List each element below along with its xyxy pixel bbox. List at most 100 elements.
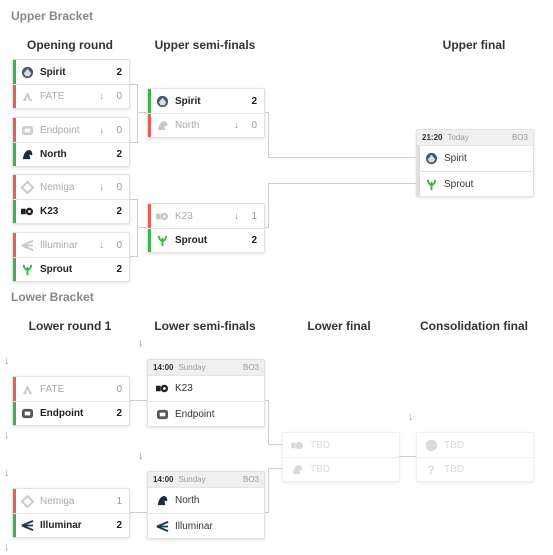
match-card-lower-final[interactable]: TBD TBD [282,432,400,482]
connector [264,400,269,445]
team-row[interactable]: FATE ↓ 0 [13,84,129,108]
match-card-upper-final[interactable]: 21:20 Today BO3 Spirit Sprout [416,129,534,197]
team-row[interactable]: Sprout [417,171,533,196]
team-row[interactable]: TBD [417,433,533,457]
team-row[interactable]: Spirit [417,146,533,171]
team-row[interactable]: Sprout 2 [148,228,264,252]
team-name: North [40,149,67,160]
team-row[interactable]: Endpoint 2 [13,401,129,425]
match-header: 21:20 Today BO3 [417,130,533,146]
match-day: Today [447,133,469,142]
illuminar-logo-icon [155,519,169,533]
match-card-lower-round1-2[interactable]: Nemiga 1 Illuminar 2 [12,488,130,538]
match-time: 14:00 [153,363,174,372]
team-score: 2 [116,520,122,531]
team-row[interactable]: K23 [148,376,264,401]
match-time: 21:20 [422,133,443,142]
connector [129,101,138,143]
question-mark-icon: ? [427,462,435,477]
match-day: Sunday [178,363,206,372]
team-name: Spirit [444,153,467,164]
team-name: Spirit [40,66,66,78]
team-row[interactable]: Spirit 2 [13,60,129,84]
match-card-opening-1[interactable]: Spirit 2 FATE ↓ 0 [12,59,130,109]
connector [137,112,147,113]
team-score: 0 [116,239,122,251]
match-card-opening-4[interactable]: Illuminar ↓ 0 Sprout 2 [12,232,130,282]
fate-logo-icon [20,90,34,104]
team-name: Illuminar [175,520,213,532]
team-name: Illuminar [40,239,78,251]
k23-logo-icon [155,209,169,223]
team-name: K23 [175,383,193,394]
loss-arrow-icon: ↓ [234,120,239,131]
nemiga-logo-icon [20,180,34,194]
match-card-upper-semi-1[interactable]: Spirit 2 North ↓ 0 [147,88,265,138]
team-row[interactable]: North 2 [13,142,129,166]
sprout-logo-icon [155,234,169,248]
connector [129,84,138,102]
match-time: 14:00 [153,475,174,484]
drop-arrow-icon: ↓ [138,337,144,349]
connector [268,444,282,445]
team-name: North [175,120,200,131]
match-card-consolidation-final[interactable]: TBD ? TBD [416,432,534,482]
match-format: BO3 [242,363,259,372]
team-row[interactable]: K23 ↓ 1 [148,204,264,228]
loss-arrow-icon: ↓ [99,181,104,193]
team-row[interactable]: Illuminar 2 [13,513,129,537]
connector [398,456,416,457]
team-name: North [175,495,200,506]
team-row[interactable]: Endpoint ↓ 0 [13,118,129,142]
match-card-lower-round1-1[interactable]: FATE 0 Endpoint 2 [12,376,130,426]
loss-arrow-icon: ↓ [99,239,104,251]
team-name: Nemiga [40,181,75,193]
match-card-opening-3[interactable]: Nemiga ↓ 0 K23 2 [12,174,130,224]
team-score: 1 [251,210,257,222]
team-row[interactable]: Nemiga 1 [13,489,129,513]
team-row[interactable]: Illuminar ↓ 0 [13,233,129,257]
nemiga-logo-icon [20,494,34,508]
team-row[interactable]: TBD [283,433,399,457]
k23-logo-icon [155,382,169,396]
team-row[interactable]: Sprout 2 [13,257,129,281]
team-name: Sprout [444,178,474,190]
col-head-consolidation-final: Consolidation final [420,319,528,333]
team-name: K23 [175,210,193,222]
connector [264,183,269,228]
team-row[interactable]: FATE 0 [13,377,129,401]
connector [129,199,138,217]
team-name: Endpoint [40,408,84,419]
team-row[interactable]: North ↓ 0 [148,113,264,137]
team-score: 0 [116,383,122,395]
match-card-lower-semi-2[interactable]: 14:00 Sunday BO3 North Illuminar [147,471,265,539]
connector [268,157,416,158]
match-format: BO3 [242,475,259,484]
team-name: TBD [310,439,330,451]
match-card-opening-2[interactable]: Endpoint ↓ 0 North 2 [12,117,130,167]
team-row[interactable]: K23 2 [13,199,129,223]
endpoint-logo-icon [20,123,34,137]
team-row[interactable]: North [148,488,264,513]
team-score: 2 [116,66,122,78]
team-row[interactable]: Spirit 2 [148,89,264,113]
team-row[interactable]: TBD [283,457,399,481]
match-card-upper-semi-2[interactable]: K23 ↓ 1 Sprout 2 [147,203,265,253]
endpoint-logo-icon [20,407,34,421]
tbd-logo-icon [290,438,304,452]
col-head-lower-semis: Lower semi-finals [154,319,256,333]
team-row[interactable]: ? TBD [417,457,533,481]
loss-arrow-icon: ↓ [234,210,239,222]
drop-arrow-icon: ↓ [4,429,10,441]
team-name: TBD [310,464,330,475]
team-score: 0 [116,181,122,193]
match-card-lower-semi-1[interactable]: 14:00 Sunday BO3 K23 Endpoint [147,359,265,427]
team-row[interactable]: Nemiga ↓ 0 [13,175,129,199]
team-score: 0 [116,91,122,102]
illuminar-logo-icon [20,238,34,252]
loss-arrow-icon: ↓ [99,91,104,102]
team-row[interactable]: Endpoint [148,401,264,426]
team-row[interactable]: Illuminar [148,513,264,538]
match-format: BO3 [511,133,528,142]
drop-arrow-icon: ↓ [4,467,10,479]
